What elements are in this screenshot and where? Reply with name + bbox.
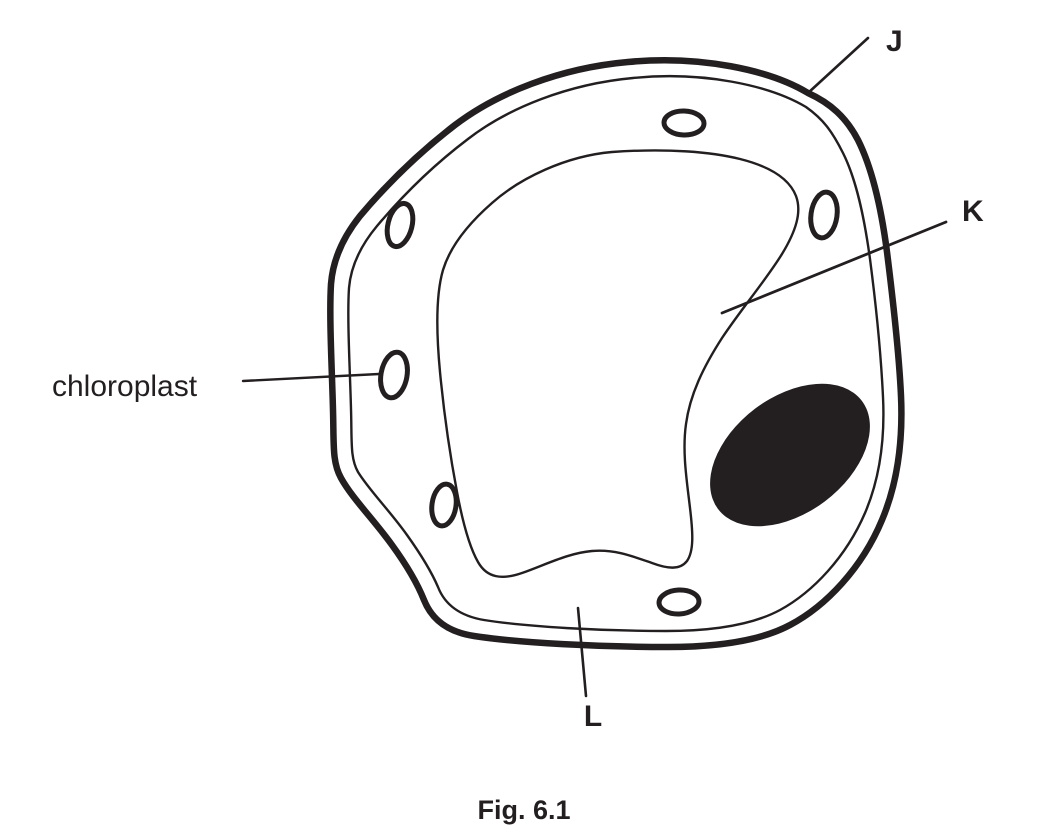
label-k: K (962, 195, 984, 228)
figure-caption: Fig. 6.1 (477, 795, 570, 825)
vacuole-outline (436, 149, 800, 579)
nucleus (710, 383, 870, 527)
chloroplast-right (808, 189, 840, 241)
chloroplast-top (661, 108, 707, 138)
leader-line-j (806, 36, 870, 95)
leader-line-chloroplast (241, 372, 381, 383)
leader-line-l (576, 606, 588, 698)
chloroplast-bottom (656, 587, 702, 617)
chloroplast-left-labelled (378, 349, 410, 401)
cell-wall-outline (327, 57, 905, 651)
label-j: J (886, 25, 903, 58)
chloroplast-lower-left (429, 481, 459, 529)
cell-membrane-outline (347, 75, 885, 633)
chloroplast-upper-left (384, 200, 416, 250)
leader-line-k (720, 220, 948, 315)
label-l: L (584, 700, 602, 733)
label-chloroplast: chloroplast (52, 370, 198, 403)
